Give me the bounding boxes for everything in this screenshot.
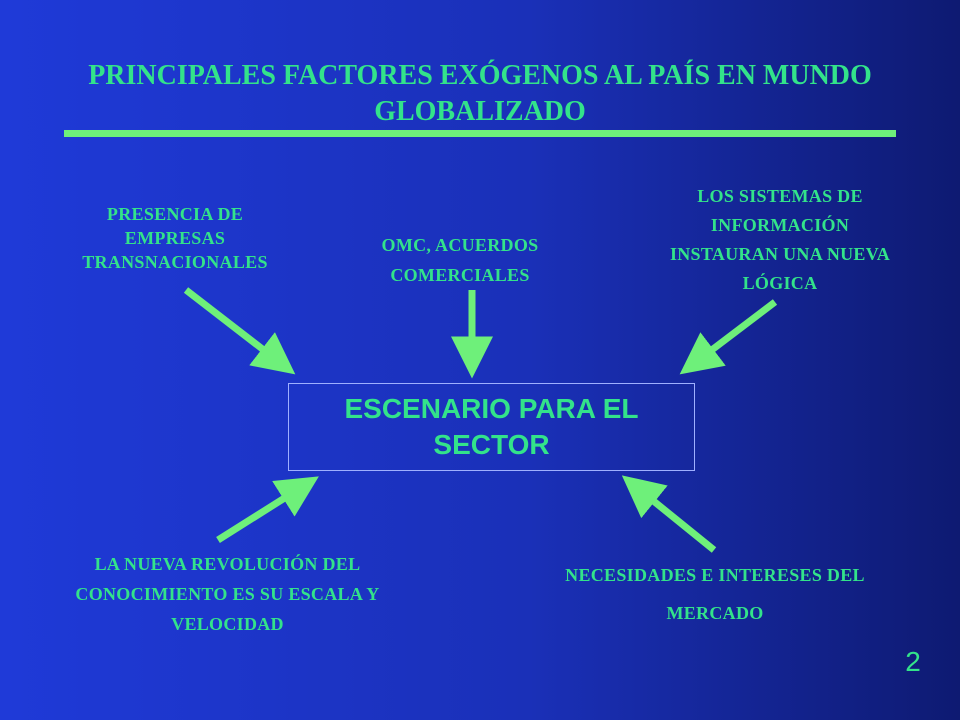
factor-market-needs: NECESIDADES E INTERESES DEL MERCADO <box>565 565 865 623</box>
factor-transnational-companies: PRESENCIA DE EMPRESAS TRANSNACIONALES <box>82 204 268 272</box>
arrow-top-left <box>183 287 296 375</box>
slide-title: PRINCIPALES FACTORES EXÓGENOS AL PAÍS EN… <box>88 60 872 127</box>
factor-information-systems: LOS SISTEMAS DE INFORMACIÓN INSTAURAN UN… <box>669 186 891 293</box>
title-underline <box>64 130 896 137</box>
sector-scenario-box: ESCENARIO PARA EL SECTOR <box>288 383 695 471</box>
factor-knowledge-revolution: LA NUEVA REVOLUCIÓN DEL CONOCIMIENTO ES … <box>75 554 380 634</box>
arrow-top-right <box>679 299 778 375</box>
factor-wto-trade-agreements: OMC, ACUERDOS COMERCIALES <box>381 235 539 285</box>
arrow-bottom-left <box>216 476 319 543</box>
arrow-bottom-right <box>621 475 717 553</box>
page-number: 2 <box>905 646 921 677</box>
